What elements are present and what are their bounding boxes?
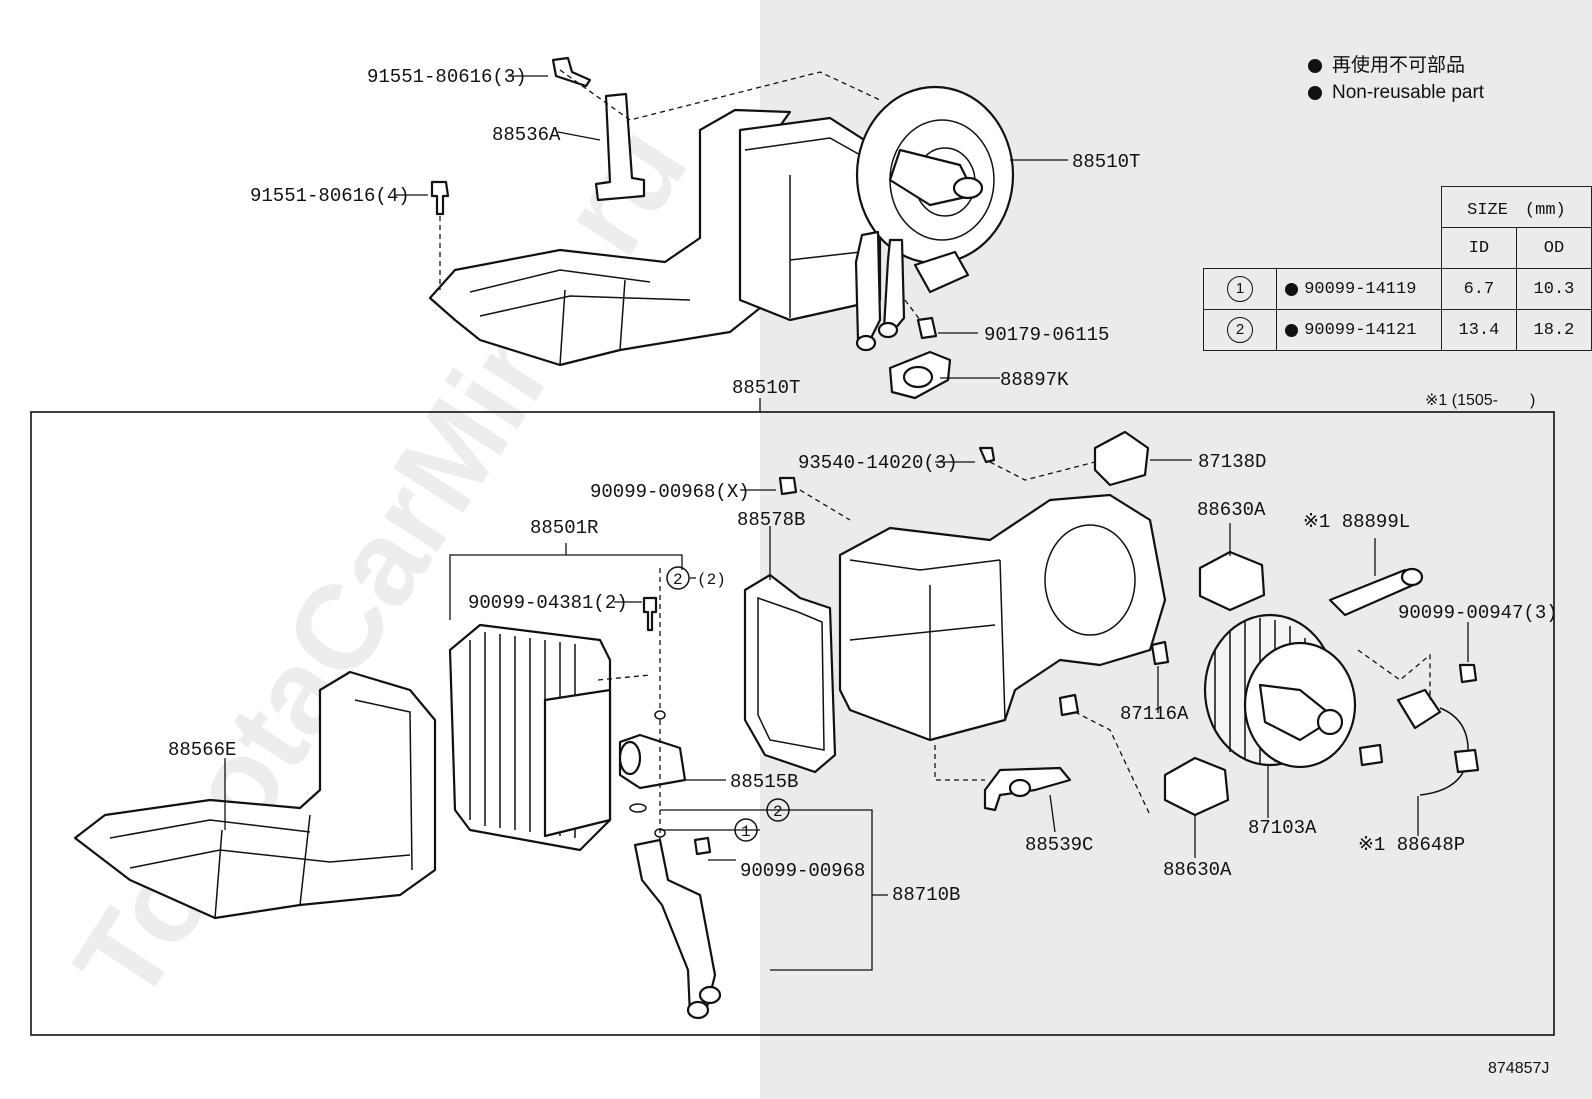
- label-88648P: ※1 88648P: [1358, 834, 1465, 856]
- ref-circle-2: 2: [1227, 317, 1254, 343]
- screw-90099-00947-illustration: [1458, 663, 1478, 684]
- filled-circle-icon: [1308, 58, 1322, 73]
- ref-1-oring: 1: [741, 823, 751, 841]
- label-90179-06115: 90179-06115: [984, 324, 1109, 346]
- legend-row-jp: 再使用不可部品: [1308, 52, 1484, 79]
- label-87116A: 87116A: [1120, 703, 1189, 725]
- label-88536A: 88536A: [492, 124, 561, 146]
- label-90099-00947: 90099-00947(3): [1398, 602, 1558, 624]
- heater-case-illustration: [838, 493, 1167, 742]
- label-90099-00968: 90099-00968: [740, 860, 865, 882]
- damper-88630A-lower-illustration: [1163, 756, 1230, 817]
- label-87138D: 87138D: [1198, 451, 1266, 473]
- bolt-90099-04381-illustration: [642, 596, 658, 632]
- label-93540-14020: 93540-14020(3): [798, 452, 958, 474]
- filled-circle-icon: [1308, 85, 1322, 100]
- label-88710B: 88710B: [892, 884, 960, 906]
- evaporator-88501R-illustration: [448, 623, 612, 852]
- legend: 再使用不可部品 Non-reusable part: [1308, 52, 1484, 106]
- label-88630A-top: 88630A: [1197, 499, 1266, 521]
- label-ring2-qty: (2): [697, 571, 726, 589]
- figure-number: 874857J: [1488, 1060, 1550, 1077]
- assembly-frame: [30, 411, 1555, 1036]
- size-od: 10.3: [1515, 268, 1592, 310]
- table-row: 1 90099-14119 6.7 10.3: [1202, 268, 1592, 310]
- screw-93540-illustration: [978, 446, 996, 464]
- label-88501R: 88501R: [530, 517, 598, 539]
- ref-2-evap: 2: [673, 571, 683, 589]
- top-heater-unit-illustration: [428, 56, 1015, 400]
- size-id: 6.7: [1440, 268, 1517, 310]
- legend-text-jp: 再使用不可部品: [1332, 55, 1466, 76]
- ref-circle-2-evap: [666, 566, 690, 590]
- label-88510T-box: 88510T: [732, 377, 800, 399]
- label-91551-80616-4: 91551-80616(4): [250, 185, 410, 207]
- label-91551-80616-3: 91551-80616(3): [367, 66, 527, 88]
- resistor-87138D-illustration: [1093, 430, 1150, 487]
- label-88566E: 88566E: [168, 739, 236, 761]
- label-90099-00968x: 90099-00968(X): [590, 481, 750, 503]
- label-88578B: 88578B: [737, 509, 805, 531]
- seal-88578B-illustration: [743, 573, 837, 774]
- screw-90099-00968-illustration: [693, 836, 712, 856]
- col-id: ID: [1440, 227, 1517, 269]
- ref-circle-2-oring: [766, 798, 790, 822]
- label-88539C: 88539C: [1025, 834, 1093, 856]
- harness-88648P-illustration: [1358, 688, 1480, 796]
- blower-87103A-illustration: [1203, 613, 1357, 769]
- non-reusable-dot-icon: [1285, 323, 1299, 337]
- screw-90099-00968x-illustration: [778, 476, 798, 496]
- legend-text-en: Non-reusable part: [1332, 82, 1485, 103]
- label-90099-04381: 90099-04381(2): [468, 592, 628, 614]
- label-88630A-bottom: 88630A: [1163, 859, 1232, 881]
- size-table: SIZE (mm) ID OD 1 90099-14119 6.7 10.3 2…: [1202, 186, 1592, 351]
- duct-88566E-illustration: [73, 670, 437, 920]
- note-1505: ※1 (1505- ): [1425, 392, 1536, 409]
- part-number: 90099-14121: [1304, 320, 1417, 340]
- label-88510T-top: 88510T: [1072, 151, 1140, 173]
- legend-row-en: Non-reusable part: [1308, 79, 1484, 106]
- table-row: 2 90099-14121 13.4 18.2: [1202, 309, 1592, 351]
- ref-2-oring: 2: [773, 803, 783, 821]
- clip-87116A-illustration: [1150, 640, 1170, 666]
- label-88897K: 88897K: [1000, 369, 1069, 391]
- ref-circle-1: 1: [1227, 276, 1254, 302]
- label-88515B: 88515B: [730, 771, 798, 793]
- label-88899L: ※1 88899L: [1303, 511, 1410, 533]
- size-header: SIZE (mm): [1440, 186, 1592, 228]
- ref-circle-1-oring: [734, 818, 758, 842]
- size-id: 13.4: [1440, 309, 1517, 351]
- label-87103A: 87103A: [1248, 817, 1317, 839]
- size-od: 18.2: [1515, 309, 1592, 351]
- col-od: OD: [1515, 227, 1592, 269]
- non-reusable-dot-icon: [1285, 282, 1299, 296]
- part-number: 90099-14119: [1304, 279, 1417, 299]
- damper-88630A-upper-illustration: [1198, 550, 1266, 612]
